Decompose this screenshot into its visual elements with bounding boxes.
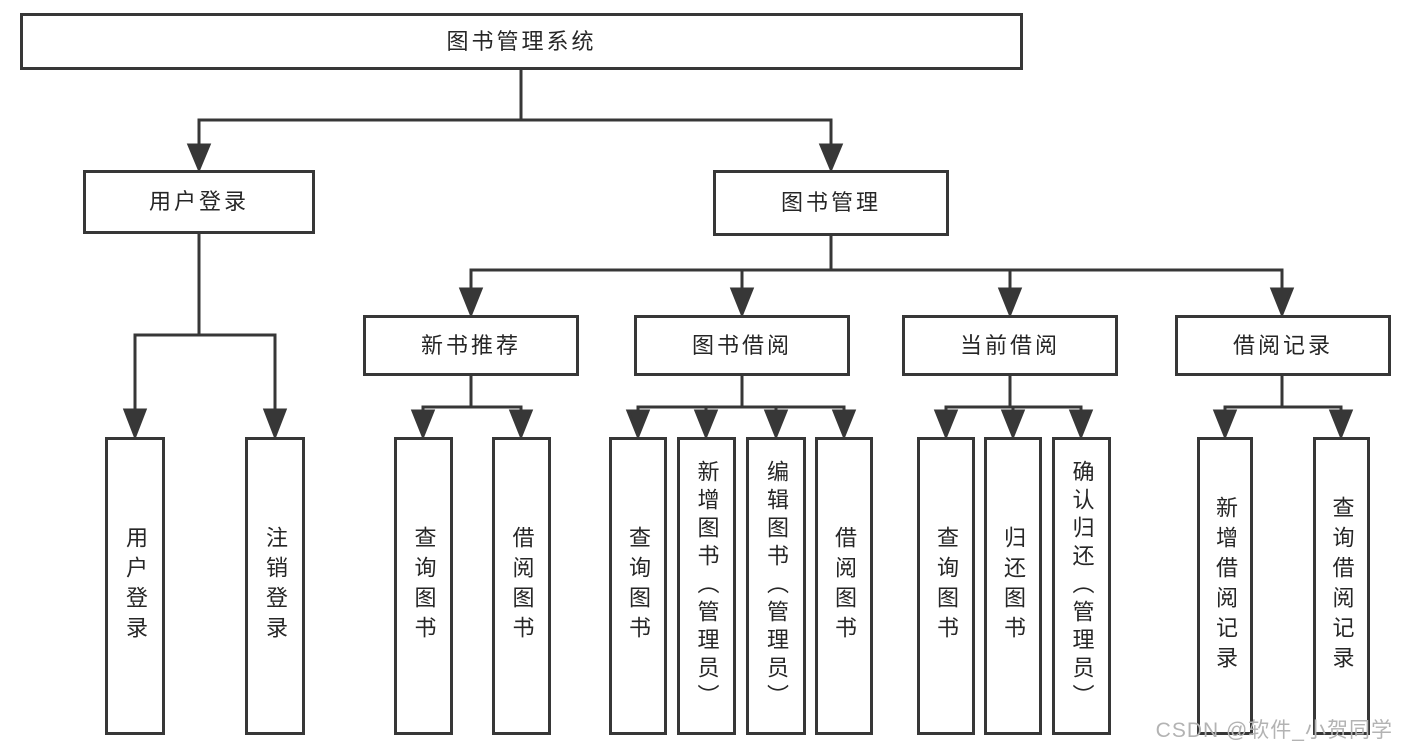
arrow-down-icon xyxy=(186,143,212,173)
arrow-down-icon xyxy=(625,409,651,441)
arrow-down-icon xyxy=(262,408,288,441)
node-label: 查询借阅记录 xyxy=(1329,496,1355,676)
arrow-down-icon xyxy=(1328,409,1354,441)
node-label: 编辑图书（管理员） xyxy=(764,460,789,712)
node-label: 图书借阅 xyxy=(691,332,792,358)
node-book-borrowing: 图书借阅 xyxy=(634,315,850,376)
leaf-borrow-books-recommend: 借阅图书 xyxy=(492,437,551,735)
arrow-down-icon xyxy=(818,143,844,173)
leaf-edit-book-admin: 编辑图书（管理员） xyxy=(746,437,806,735)
node-book-management: 图书管理 xyxy=(713,170,949,236)
watermark: CSDN @软件_小贺同学 xyxy=(1155,719,1393,742)
arrow-down-icon xyxy=(1000,409,1026,441)
leaf-logout-login: 注销登录 xyxy=(245,437,305,735)
leaf-query-borrow-record: 查询借阅记录 xyxy=(1313,437,1370,735)
node-new-book-recommend: 新书推荐 xyxy=(363,315,579,376)
node-label: 借阅记录 xyxy=(1232,332,1333,358)
node-borrowing-records: 借阅记录 xyxy=(1175,315,1391,376)
node-label: 归还图书 xyxy=(1001,526,1026,646)
leaf-confirm-return-admin: 确认归还（管理员） xyxy=(1052,437,1111,735)
arrow-down-icon xyxy=(1212,409,1238,441)
node-current-borrowing: 当前借阅 xyxy=(902,315,1118,376)
leaf-user-login: 用户登录 xyxy=(105,437,165,735)
node-library-management-system: 图书管理系统 xyxy=(20,13,1023,70)
node-label: 图书管理 xyxy=(780,190,881,215)
arrow-down-icon xyxy=(997,287,1023,319)
node-user-login: 用户登录 xyxy=(83,170,315,234)
arrow-down-icon xyxy=(508,409,534,441)
node-label: 用户登录 xyxy=(148,189,249,214)
arrow-down-icon xyxy=(1269,287,1295,319)
node-label: 查询图书 xyxy=(411,526,437,646)
arrow-down-icon xyxy=(729,287,755,319)
arrow-down-icon xyxy=(763,409,789,441)
leaf-query-books-current: 查询图书 xyxy=(917,437,975,735)
node-label: 新书推荐 xyxy=(420,332,521,358)
arrow-down-icon xyxy=(458,287,484,319)
node-label: 图书管理系统 xyxy=(446,28,597,54)
leaf-query-books-borrowing: 查询图书 xyxy=(609,437,667,735)
arrow-down-icon xyxy=(122,408,148,441)
leaf-return-books: 归还图书 xyxy=(984,437,1042,735)
leaf-add-book-admin: 新增图书（管理员） xyxy=(677,437,736,735)
arrow-down-icon xyxy=(410,409,436,441)
node-label: 新增图书（管理员） xyxy=(694,460,720,712)
node-label: 查询图书 xyxy=(934,526,959,646)
arrow-down-icon xyxy=(831,409,857,441)
node-label: 新增借阅记录 xyxy=(1213,496,1238,676)
node-label: 注销登录 xyxy=(263,526,288,646)
node-label: 查询图书 xyxy=(626,526,651,646)
leaf-borrow-books-borrowing: 借阅图书 xyxy=(815,437,873,735)
node-label: 借阅图书 xyxy=(832,526,857,646)
arrow-down-icon xyxy=(693,409,719,441)
leaf-add-borrow-record: 新增借阅记录 xyxy=(1197,437,1253,735)
node-label: 确认归还（管理员） xyxy=(1069,460,1095,712)
arrow-down-icon xyxy=(933,409,959,441)
node-label: 借阅图书 xyxy=(509,526,535,646)
arrow-down-icon xyxy=(1068,409,1094,441)
node-label: 当前借阅 xyxy=(959,332,1060,358)
leaf-query-books-recommend: 查询图书 xyxy=(394,437,453,735)
node-label: 用户登录 xyxy=(123,526,148,646)
